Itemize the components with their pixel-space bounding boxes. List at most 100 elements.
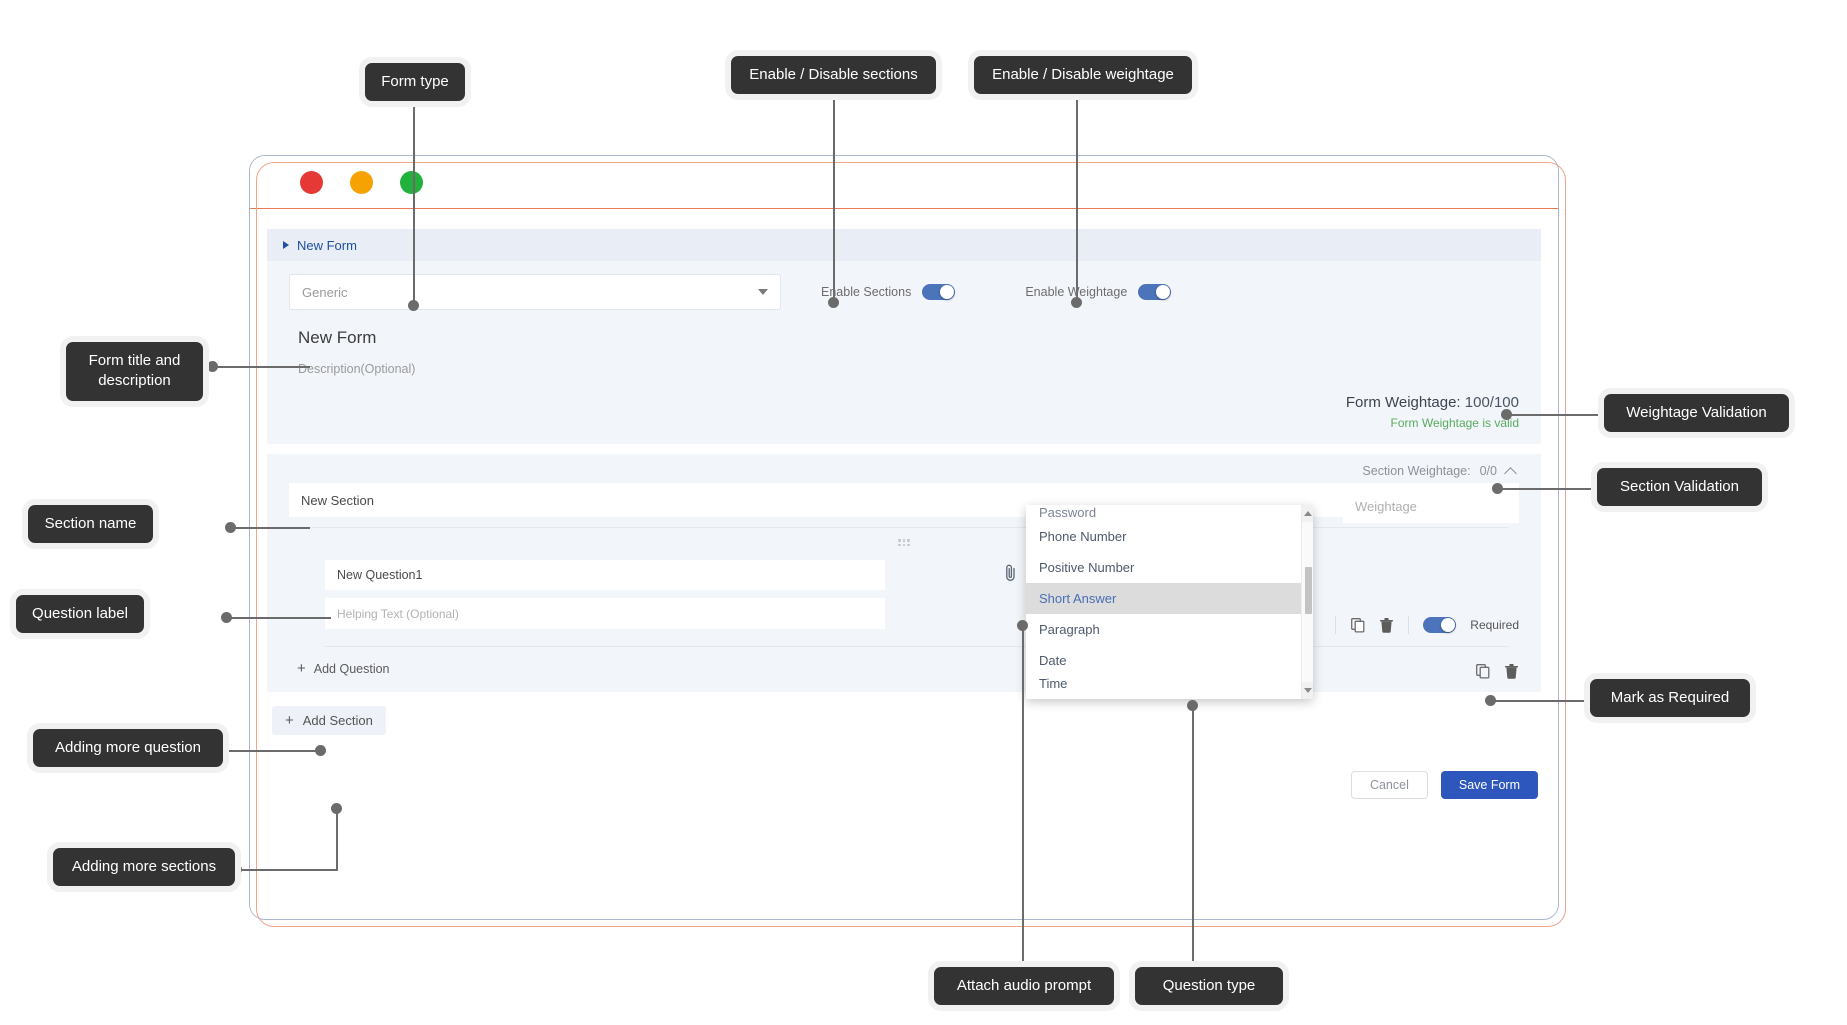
chevron-down-icon[interactable]	[758, 289, 768, 295]
close-red-dot[interactable]	[300, 170, 323, 194]
form-type-select[interactable]: Generic	[289, 274, 781, 310]
add-section-button[interactable]: + Add Section	[272, 706, 386, 735]
question-block: New Question1 Helping Text (Optional)	[289, 560, 1519, 647]
dropdown-option[interactable]: Phone Number	[1039, 529, 1127, 544]
leader-dot-question-type	[1187, 700, 1198, 711]
callout-weightage-validation: Weightage Validation	[1604, 394, 1789, 433]
app-body: New Form Generic Enable Sections Enable …	[250, 209, 1558, 918]
leader-dot-section-validation	[1492, 483, 1503, 494]
callout-form-title-and-description: Form title and description	[66, 342, 203, 401]
scroll-up-arrow-icon[interactable]	[1304, 511, 1312, 516]
actions-separator-2	[1408, 616, 1410, 634]
leader-form-type	[413, 103, 415, 306]
required-label: Required	[1470, 618, 1519, 632]
dropdown-scrollbar[interactable]	[1301, 505, 1313, 699]
dropdown-option[interactable]: Positive Number	[1039, 560, 1135, 575]
question-actions: Required	[1335, 616, 1519, 634]
leader-dot-form-type	[408, 300, 419, 311]
form-weightage-row: Form Weightage: 100/100	[289, 394, 1519, 411]
question-type-option-list: Password Phone Number Positive Number Sh…	[1026, 505, 1313, 691]
leader-form-title	[210, 366, 310, 368]
delete-section-icon[interactable]	[1504, 663, 1519, 680]
leader-enable-sections	[833, 95, 835, 303]
enable-sections-toggle[interactable]	[922, 284, 956, 300]
leader-dot-add-section-2	[231, 864, 242, 875]
footer-actions: Cancel Save Form	[267, 771, 1541, 799]
toggle-knob	[940, 285, 955, 299]
form-header-card: Generic Enable Sections Enable Weightage…	[267, 261, 1541, 444]
leader-question-label	[226, 617, 331, 619]
section-weightage-value: 0/0	[1479, 464, 1497, 478]
window-titlebar	[250, 156, 1558, 209]
form-header-row: Generic Enable Sections Enable Weightage	[289, 274, 1519, 310]
breadcrumb-label: New Form	[297, 237, 357, 253]
expand-triangle-icon[interactable]	[283, 241, 289, 249]
form-description-input[interactable]: Description(Optional)	[298, 362, 416, 376]
section-card: Section Weightage: 0/0 New Section Weigh…	[267, 454, 1541, 692]
save-form-button[interactable]: Save Form	[1440, 771, 1538, 799]
attach-audio-icon[interactable]	[1002, 561, 1020, 585]
leader-mark-required	[1490, 700, 1590, 702]
chevron-up-icon[interactable]	[1504, 466, 1517, 480]
question-label-input[interactable]: New Question1	[325, 560, 885, 590]
leader-dot-mark-required	[1485, 695, 1496, 706]
leader-weightage-validation	[1506, 414, 1604, 416]
section-actions	[1475, 663, 1519, 680]
enable-weightage-toggle[interactable]	[1138, 284, 1172, 300]
plus-icon: +	[297, 660, 306, 677]
dropdown-option[interactable]: Date	[1039, 653, 1067, 668]
duplicate-icon[interactable]	[1350, 617, 1365, 634]
form-type-value: Generic	[302, 284, 348, 300]
actions-separator	[1335, 616, 1337, 634]
leader-dot-weightage-validation	[1501, 409, 1512, 420]
leader-dot-section-name	[225, 522, 236, 533]
toggle-knob	[1441, 618, 1456, 632]
leader-enable-weightage	[1076, 95, 1078, 303]
leader-add-section-h	[236, 869, 338, 871]
callout-section-validation: Section Validation	[1597, 468, 1762, 507]
plus-icon: +	[285, 712, 294, 729]
leader-dot-attach-audio	[1017, 620, 1028, 631]
enable-weightage-group[interactable]: Enable Weightage	[1025, 284, 1172, 300]
callout-question-type: Question type	[1135, 967, 1283, 1006]
leader-dot-add-section	[331, 803, 342, 814]
cancel-button[interactable]: Cancel	[1350, 771, 1428, 799]
dropdown-option[interactable]: Time	[1039, 676, 1068, 691]
add-question-button[interactable]: + Add Question	[297, 661, 390, 676]
drag-handle-icon[interactable]	[898, 539, 910, 546]
question-divider	[325, 646, 1509, 647]
form-title-input[interactable]: New Form	[298, 328, 377, 347]
add-question-label: Add Question	[313, 661, 390, 676]
dropdown-option[interactable]: Paragraph	[1039, 622, 1100, 637]
dropdown-option-selected[interactable]: Short Answer	[1026, 583, 1313, 614]
breadcrumb[interactable]: New Form	[267, 229, 1541, 261]
section-weightage-row: Section Weightage: 0/0	[289, 464, 1519, 480]
leader-question-type	[1192, 705, 1194, 965]
enable-sections-label: Enable Sections	[821, 285, 912, 299]
callout-adding-more-question: Adding more question	[33, 729, 223, 768]
required-toggle[interactable]	[1423, 617, 1457, 633]
question-helping-text-input[interactable]: Helping Text (Optional)	[325, 598, 885, 629]
maximize-green-dot[interactable]	[400, 170, 423, 194]
browser-window: New Form Generic Enable Sections Enable …	[249, 155, 1559, 920]
minimize-amber-dot[interactable]	[350, 170, 373, 194]
scroll-down-arrow-icon[interactable]	[1304, 688, 1312, 693]
callout-section-name: Section name	[28, 505, 153, 544]
leader-dot-enable-weightage	[1071, 297, 1082, 308]
callout-attach-audio-prompt: Attach audio prompt	[934, 967, 1114, 1006]
question-type-dropdown[interactable]: Password Phone Number Positive Number Sh…	[1026, 505, 1313, 699]
duplicate-section-icon[interactable]	[1475, 663, 1490, 680]
scrollbar-thumb[interactable]	[1304, 567, 1312, 614]
section-weightage-label: Section Weightage:	[1362, 464, 1471, 478]
add-section-label: Add Section	[302, 713, 373, 728]
leader-dot-question-label	[221, 612, 232, 623]
form-weightage-label: Form Weightage:	[1345, 394, 1461, 411]
callout-question-label: Question label	[16, 595, 144, 634]
section-name-input[interactable]: New Section	[289, 483, 1519, 517]
enable-sections-group[interactable]: Enable Sections	[821, 284, 956, 300]
section-divider	[299, 527, 1509, 528]
dropdown-option[interactable]: Password	[1039, 505, 1097, 520]
section-weightage-input[interactable]: Weightage	[1343, 489, 1519, 523]
delete-trash-icon[interactable]	[1379, 617, 1394, 634]
